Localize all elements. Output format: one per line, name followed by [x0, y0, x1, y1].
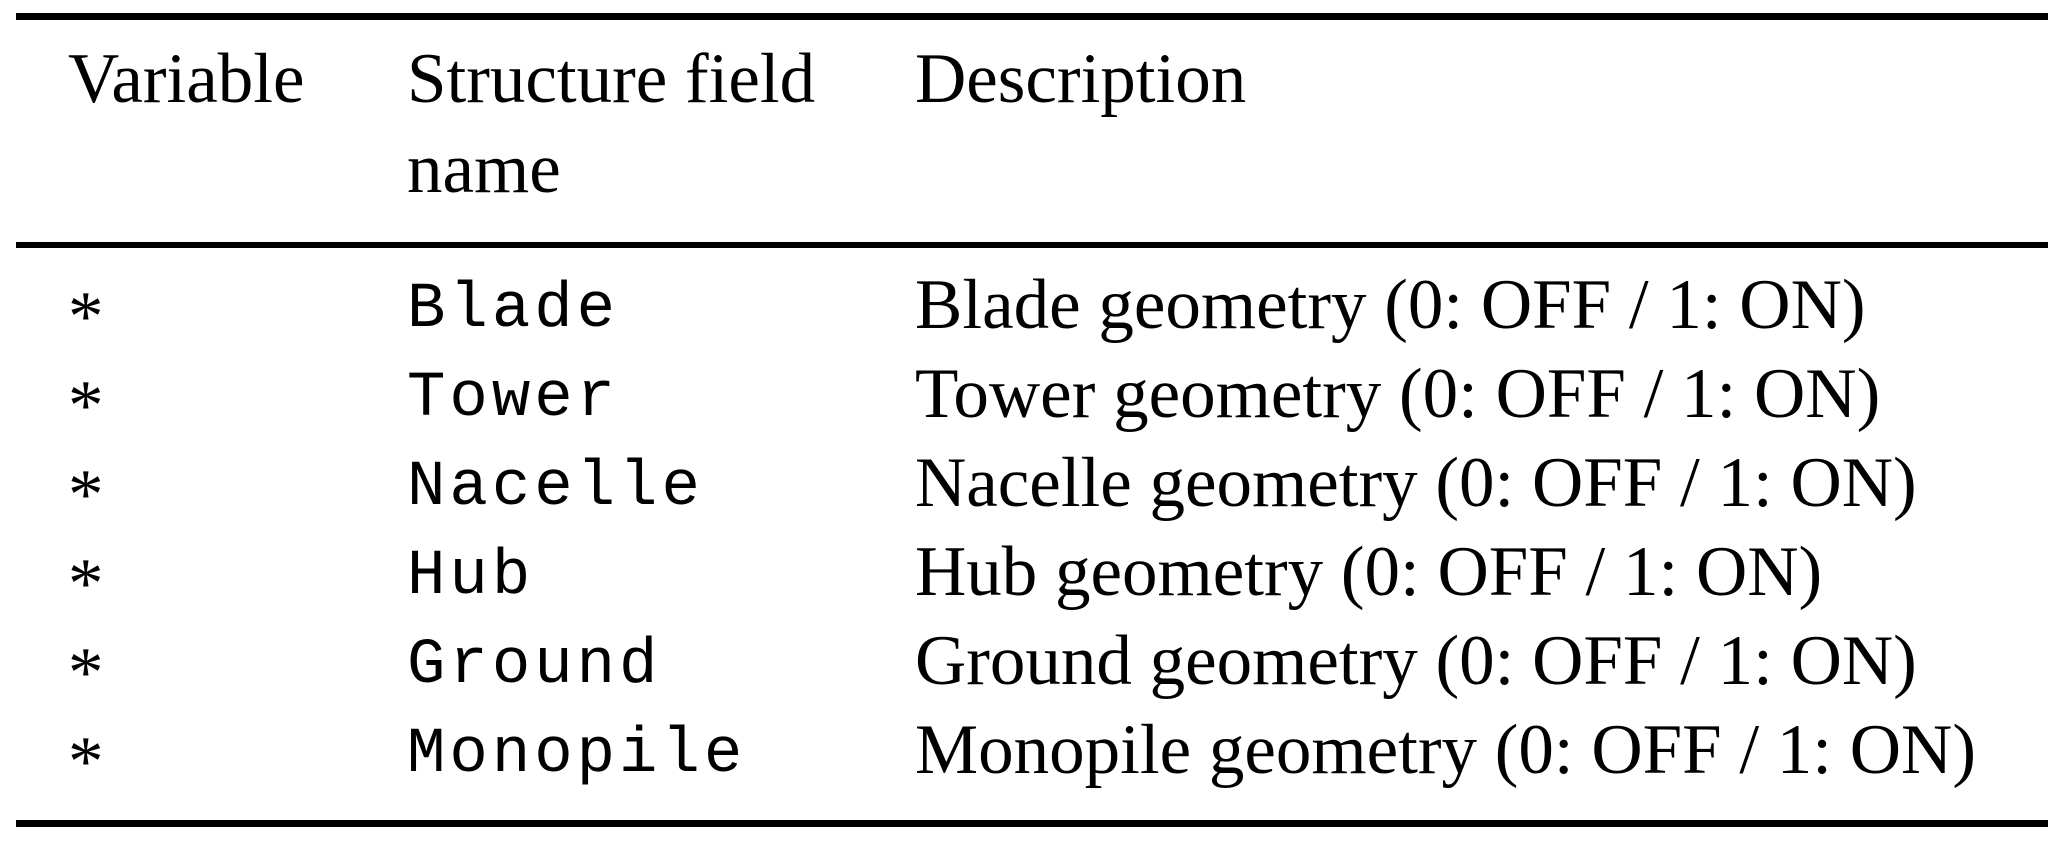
table-row-field-cell: Hub: [407, 541, 535, 613]
asterisk-marker: *: [68, 367, 104, 446]
asterisk-marker: *: [68, 723, 104, 802]
table-row-description-cell: Blade geometry (0: OFF / 1: ON): [915, 266, 1866, 344]
table-row-field-cell: Blade: [407, 274, 620, 346]
table-row-variable-cell: *: [68, 528, 407, 623]
parameters-table: Variable Structure field name Descriptio…: [68, 0, 2048, 801]
table-row-variable-cell: *: [68, 617, 407, 712]
column-header-structure-field-name: Structure field name: [407, 40, 816, 208]
asterisk-marker: *: [68, 278, 104, 357]
asterisk-marker: *: [68, 456, 104, 535]
table-bottom-rule: [16, 820, 2048, 827]
table-row-variable-cell: *: [68, 261, 407, 356]
table-row-description-cell: Nacelle geometry (0: OFF / 1: ON): [915, 444, 1917, 522]
table-row-description-cell: Tower geometry (0: OFF / 1: ON): [915, 355, 1881, 433]
table-top-rule: [16, 13, 2048, 20]
table-row-variable-cell: *: [68, 706, 407, 801]
asterisk-marker: *: [68, 545, 104, 624]
column-header-variable: Variable: [68, 40, 305, 118]
table-row-variable-cell: *: [68, 350, 407, 445]
table-row-description-cell: Ground geometry (0: OFF / 1: ON): [915, 622, 1917, 700]
table-row-field-cell: Nacelle: [407, 452, 704, 524]
table-row-field-cell: Monopile: [407, 719, 747, 791]
table-row-field-cell: Ground: [407, 630, 662, 702]
asterisk-marker: *: [68, 634, 104, 713]
column-header-description: Description: [915, 40, 1247, 118]
table-row-variable-cell: *: [68, 439, 407, 534]
table-header-rule: [16, 242, 2048, 248]
table-row-description-cell: Monopile geometry (0: OFF / 1: ON): [915, 711, 1976, 789]
table-row-description-cell: Hub geometry (0: OFF / 1: ON): [915, 533, 1823, 611]
table-row-field-cell: Tower: [407, 363, 620, 435]
